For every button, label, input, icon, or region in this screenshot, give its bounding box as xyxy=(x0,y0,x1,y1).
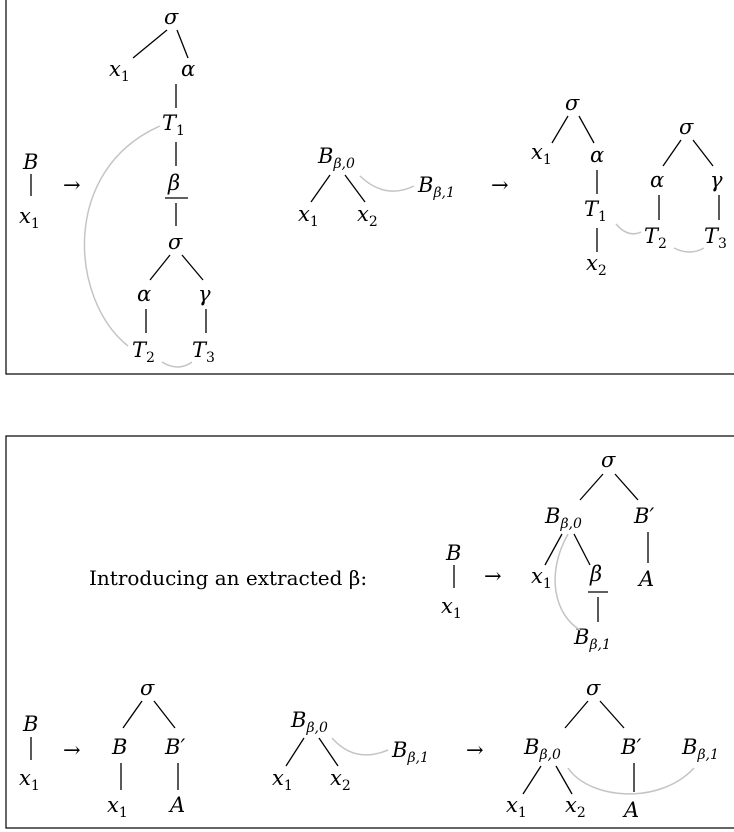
node-B-beta1: Bβ,1 xyxy=(573,625,611,653)
node-A: A xyxy=(168,793,185,817)
bottom-panel-frame xyxy=(5,435,734,829)
node-T3: T3 xyxy=(192,338,215,366)
node-B: B xyxy=(445,541,461,565)
node-B-beta0: Bβ,0 xyxy=(523,735,561,763)
node-x1: x1 xyxy=(272,766,293,794)
node-T1: T1 xyxy=(584,197,607,225)
edge xyxy=(153,700,176,729)
node-beta-underlined: β xyxy=(167,171,180,195)
edge xyxy=(149,254,171,281)
node-A: A xyxy=(622,798,639,822)
node-x2: x2 xyxy=(357,202,378,230)
node-sigma: σ xyxy=(164,5,179,29)
edge xyxy=(578,115,595,144)
node-x1: x1 xyxy=(107,793,128,821)
link-curve xyxy=(83,125,161,347)
edge xyxy=(614,473,639,501)
node-x1: x1 xyxy=(531,140,552,168)
node-x2: x2 xyxy=(330,766,351,794)
node-sigma: σ xyxy=(168,230,183,254)
node-B-prime: B′ xyxy=(633,504,654,528)
edge xyxy=(551,115,569,144)
node-B: B xyxy=(111,735,127,759)
link-curve xyxy=(359,175,415,192)
arrow-symbol: → xyxy=(484,564,502,588)
node-B-prime: B′ xyxy=(164,735,185,759)
caption-introducing: Introducing an extracted β: xyxy=(89,566,367,590)
node-sigma: σ xyxy=(565,91,580,115)
edge xyxy=(599,700,625,729)
edge xyxy=(318,737,339,767)
link-curve xyxy=(161,361,193,368)
link-curve xyxy=(554,533,581,631)
node-sigma: σ xyxy=(679,115,694,139)
edge xyxy=(573,533,591,566)
arrow-symbol: → xyxy=(63,738,81,762)
rule-bottom-right: Bβ,0 x1 x2 Bβ,1 → σ Bβ,0 B′ Bβ,1 x1 x2 A xyxy=(272,676,719,822)
arrow-symbol: → xyxy=(466,738,484,762)
node-x1: x1 xyxy=(19,204,40,232)
edge xyxy=(132,29,168,59)
link-curve xyxy=(567,767,695,795)
node-B: B xyxy=(22,150,38,174)
node-x2: x2 xyxy=(586,251,607,279)
node-alpha: α xyxy=(181,57,195,81)
node-alpha: α xyxy=(650,168,664,192)
arrow-symbol: → xyxy=(491,173,509,197)
edge xyxy=(522,765,542,795)
node-T3: T3 xyxy=(704,224,727,252)
rule-top-right: Bβ,0 x1 x2 Bβ,1 → σ x1 α T1 x2 σ α γ T2 … xyxy=(298,91,727,279)
node-B-prime: B′ xyxy=(620,735,641,759)
edge xyxy=(122,700,143,729)
edge xyxy=(310,174,331,203)
link-curve xyxy=(331,737,389,756)
node-B-beta1: Bβ,1 xyxy=(417,173,455,201)
edge xyxy=(544,533,563,566)
node-x1: x1 xyxy=(441,594,462,622)
node-gamma: γ xyxy=(198,282,211,306)
edge xyxy=(579,473,604,501)
edge xyxy=(692,139,714,167)
rule-introducing-extracted-beta: Introducing an extracted β: B x1 → σ Bβ,… xyxy=(89,448,654,653)
node-T2: T2 xyxy=(644,224,667,252)
node-alpha: α xyxy=(590,143,604,167)
node-sigma: σ xyxy=(140,676,155,700)
top-panel-frame xyxy=(5,0,734,375)
node-T2: T2 xyxy=(132,338,155,366)
node-x1: x1 xyxy=(298,202,319,230)
node-x2: x2 xyxy=(565,793,586,821)
edge xyxy=(555,765,573,795)
node-x1: x1 xyxy=(531,564,552,592)
node-B-beta1: Bβ,1 xyxy=(391,738,429,766)
node-A: A xyxy=(637,567,654,591)
node-B-beta1: Bβ,1 xyxy=(681,735,719,763)
node-B-beta0: Bβ,0 xyxy=(290,708,328,736)
rule-top-left: B x1 → σ x1 α T1 β σ α γ T2 T3 xyxy=(19,5,215,368)
node-x1: x1 xyxy=(506,793,527,821)
node-x1: x1 xyxy=(19,766,40,794)
edge xyxy=(564,700,589,729)
node-x1: x1 xyxy=(109,57,130,85)
edge xyxy=(344,174,366,203)
node-T1: T1 xyxy=(162,111,185,139)
edge xyxy=(285,737,305,767)
node-sigma: σ xyxy=(601,448,616,472)
node-sigma: σ xyxy=(586,676,601,700)
node-B-beta0: Bβ,0 xyxy=(317,144,355,172)
rule-bottom-left: B x1 → σ B B′ x1 A xyxy=(19,676,185,821)
link-curve xyxy=(615,223,642,235)
edge xyxy=(181,254,204,281)
node-B-beta0: Bβ,0 xyxy=(544,504,582,532)
node-B: B xyxy=(22,712,38,736)
edge xyxy=(176,29,189,59)
node-beta-underlined: β xyxy=(589,562,602,586)
node-gamma: γ xyxy=(710,168,723,192)
node-alpha: α xyxy=(137,282,151,306)
edge xyxy=(662,139,682,167)
link-curve xyxy=(673,247,705,253)
arrow-symbol: → xyxy=(63,173,81,197)
